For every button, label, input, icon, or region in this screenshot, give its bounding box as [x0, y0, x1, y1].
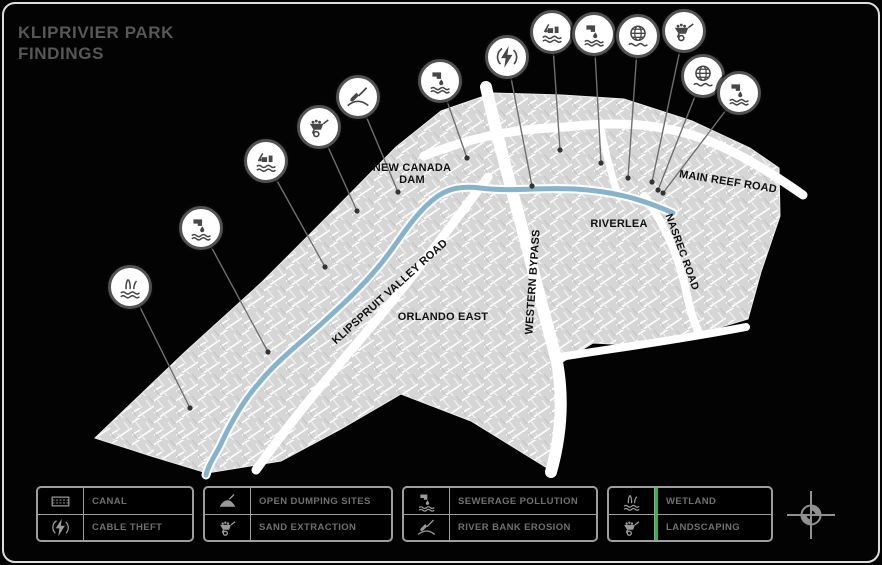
marker-sewage-outfall-icon [717, 71, 761, 115]
marker-shovel-icon [336, 75, 380, 119]
marker-sewage-outfall-icon [572, 12, 616, 56]
legend-group-4: WETLAND LANDSCAPING [607, 486, 773, 542]
legend: CANAL CABLE THEFT OPEN DUMPING SITES SAN… [36, 486, 773, 542]
road-nasrec [640, 192, 704, 339]
legend-label: SAND EXTRACTION [251, 514, 391, 540]
marker-anchor-dots [187, 147, 666, 411]
marker-wheelbarrow-icon [297, 105, 341, 149]
canal-hatch-icon [38, 488, 84, 514]
electricity-icon [38, 514, 84, 540]
marker-globe-net-icon [616, 14, 660, 58]
legend-label: OPEN DUMPING SITES [259, 495, 371, 507]
compass-rose-icon [787, 491, 835, 539]
road-western-bypass [480, 81, 567, 478]
legend-label: SEWERAGE POLLUTION [458, 495, 579, 507]
marker-debris-in-water-icon [530, 10, 574, 54]
marker-sewage-outfall-icon [418, 59, 462, 103]
marker-sewage-outfall-icon [179, 206, 223, 250]
wetland-icon [609, 488, 655, 514]
title-line-1: KLIPRIVIER PARK [18, 23, 175, 42]
marker-electricity-icon [485, 35, 529, 79]
dump-mound-icon [205, 488, 251, 514]
road-klipspruit-valley [251, 172, 493, 475]
marker-wheelbarrow-icon [662, 9, 706, 53]
label-new-canada-dam: NEW CANADA DAM [372, 162, 452, 186]
legend-label: WETLAND [655, 488, 771, 514]
klipspruit-river [201, 182, 678, 480]
legend-group-1: CANAL CABLE THEFT [36, 486, 194, 542]
label-orlando-east: ORLANDO EAST [397, 311, 489, 323]
label-riverlea: RIVERLEA [590, 218, 648, 230]
legend-label: CABLE THEFT [84, 514, 192, 540]
road-main-reef [419, 119, 808, 200]
sewage-icon [404, 488, 450, 514]
legend-label: CANAL [92, 495, 128, 507]
page-title: KLIPRIVIER PARK FINDINGS [18, 22, 174, 65]
legend-group-2: OPEN DUMPING SITES SAND EXTRACTION [203, 486, 393, 542]
road-network [251, 81, 808, 478]
road-south-link [556, 323, 750, 361]
title-line-2: FINDINGS [18, 44, 105, 64]
marker-leader-lines [129, 30, 740, 409]
marker-debris-in-water-icon [244, 139, 288, 183]
wheelbarrow-icon [205, 514, 251, 540]
spade-icon [404, 514, 450, 540]
legend-label: LANDSCAPING [655, 514, 771, 540]
legend-label: RIVER BANK EROSION [450, 514, 596, 540]
marker-reeds-waves-icon [108, 265, 152, 309]
legend-group-3: SEWERAGE POLLUTION RIVER BANK EROSION [402, 486, 598, 542]
wheelbarrow-icon [609, 514, 655, 540]
